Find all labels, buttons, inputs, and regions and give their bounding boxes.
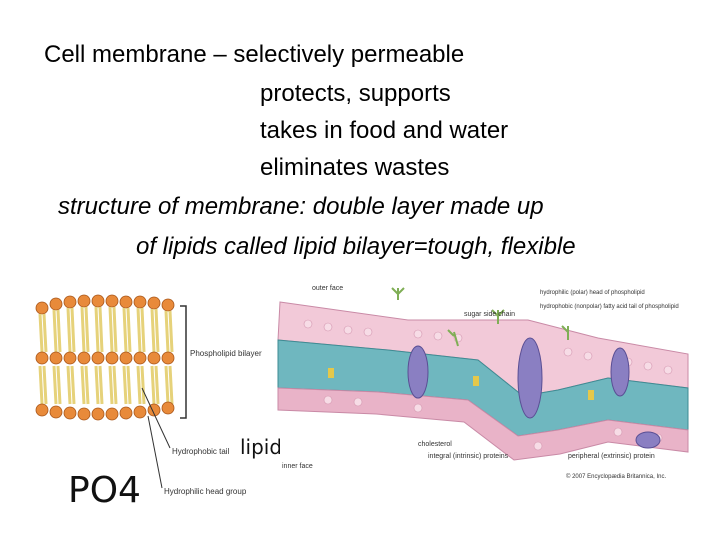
tail-pointer bbox=[142, 388, 170, 448]
inner-upper-head-row bbox=[36, 352, 174, 364]
bullet-protects: protects, supports bbox=[260, 79, 451, 109]
structure-line-1: structure of membrane: double layer made… bbox=[58, 192, 544, 222]
handwritten-po4: PO4 bbox=[68, 470, 141, 511]
hydrophobic-tail-label: hydrophobic (nonpolar) fatty acid tail o… bbox=[540, 304, 679, 310]
cholesterol-label: cholesterol bbox=[418, 441, 452, 448]
inner-face-label: inner face bbox=[282, 463, 313, 470]
peripheral-protein-label: peripheral (extrinsic) protein bbox=[568, 453, 655, 460]
integral-protein-label: integral (intrinsic) proteins bbox=[428, 453, 509, 460]
copyright-text: © 2007 Encyclopædia Britannica, Inc. bbox=[566, 473, 666, 480]
phospholipid-bilayer-diagram: Phospholipid bilayer Hydrophobic tail Hy… bbox=[30, 292, 280, 522]
head-label: Hydrophilic head group bbox=[164, 487, 247, 496]
structure-line-2: of lipids called lipid bilayer=tough, fl… bbox=[136, 232, 576, 262]
hydrophilic-head-label: hydrophilic (polar) head of phospholipid bbox=[540, 290, 645, 296]
bilayer-bracket bbox=[180, 306, 186, 418]
sugar-chain-label: sugar side chain bbox=[464, 311, 515, 318]
title-line: Cell membrane – selectively permeable bbox=[44, 40, 464, 70]
peripheral-protein bbox=[636, 432, 660, 448]
integral-protein-center bbox=[518, 338, 542, 418]
lower-tail-row bbox=[40, 366, 172, 404]
lower-head-row bbox=[36, 402, 174, 420]
bullet-food-water: takes in food and water bbox=[260, 116, 508, 146]
bullet-wastes: eliminates wastes bbox=[260, 153, 449, 183]
membrane-3d-illustration: outer face sugar side chain hydrophilic … bbox=[268, 280, 708, 492]
bilayer-label: Phospholipid bilayer bbox=[190, 349, 262, 358]
integral-protein-left bbox=[408, 346, 428, 398]
outer-face-label: outer face bbox=[312, 285, 343, 292]
tail-label: Hydrophobic tail bbox=[172, 447, 230, 456]
upper-tail-row bbox=[40, 307, 172, 352]
integral-protein-right bbox=[611, 348, 629, 396]
